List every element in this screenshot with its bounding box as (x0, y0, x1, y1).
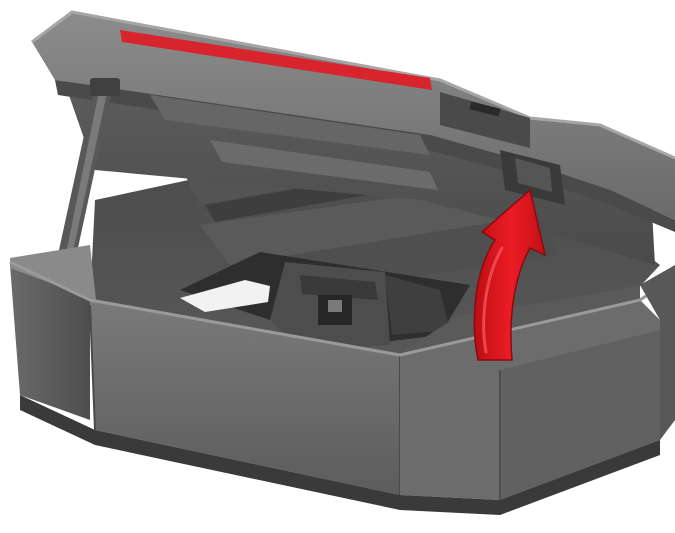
lift-arrow-icon (473, 188, 547, 361)
printer-right-side (640, 265, 675, 440)
lid-support-strut (52, 78, 120, 285)
print-carriage (180, 252, 470, 350)
paper-strip (180, 280, 270, 312)
printer-base (9, 245, 671, 515)
